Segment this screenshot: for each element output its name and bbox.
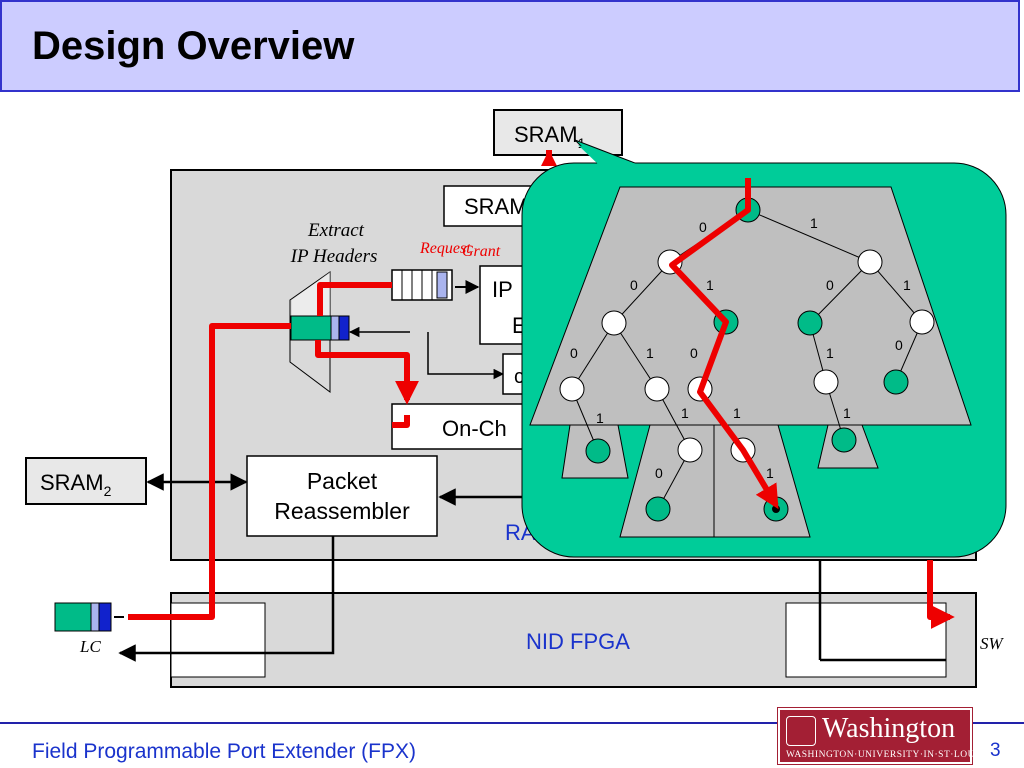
nid-right-port (785, 602, 947, 678)
trie-node (645, 496, 671, 522)
svg-text:1: 1 (733, 405, 741, 421)
packet-reassembler-line2: Reassembler (274, 498, 410, 524)
sram2-box (25, 457, 147, 505)
diagram: SRAM1 SRAM IP E c On-Ch SRAM2 PacketReas… (0, 100, 1024, 700)
ip-headers-label: IP Headers (290, 246, 378, 267)
lc-label: LC (79, 637, 101, 656)
sram1-inner-label: SRAM (464, 194, 528, 219)
svg-text:1: 1 (646, 345, 654, 361)
header-fifo (391, 269, 453, 301)
trie-node (559, 376, 585, 402)
trie-node (677, 437, 703, 463)
packet-reassembler-line1: Packet (307, 468, 378, 494)
svg-text:0: 0 (690, 345, 698, 361)
trie-node (797, 310, 823, 336)
svg-text:1: 1 (903, 277, 911, 293)
packet-icon-extractor (290, 315, 350, 341)
svg-text:0: 0 (826, 277, 834, 293)
grant-label: Grant (462, 243, 501, 260)
trie-node (831, 427, 857, 453)
svg-text:1: 1 (706, 277, 714, 293)
logo-subtitle: WASHINGTON·UNIVERSITY·IN·ST·LOUIS (786, 750, 985, 760)
svg-text:1: 1 (826, 345, 834, 361)
sw-label: SW (980, 634, 1005, 653)
reassembler-to-lc (118, 536, 335, 662)
svg-text:1: 1 (681, 405, 689, 421)
control-label: c (514, 366, 524, 388)
nid-fpga-label: NID FPGA (526, 629, 630, 654)
trie-main-trapezoid (529, 186, 972, 426)
trie-node (883, 369, 909, 395)
trie-node (909, 309, 935, 335)
ip-lookup-label: IP (492, 277, 513, 302)
svg-text:0: 0 (895, 337, 903, 353)
trie-bit-labels: 0 1 0 1 0 1 0 1 0 0 1 1 1 1 1 0 1 (570, 215, 911, 481)
svg-text:0: 0 (630, 277, 638, 293)
lc-packet-icon (54, 602, 112, 632)
footer-divider (0, 722, 1024, 724)
svg-text:0: 0 (699, 219, 707, 235)
svg-text:1: 1 (766, 465, 774, 481)
packet-reassembler-box (246, 455, 438, 537)
logo-wordmark: Washington (822, 713, 956, 744)
sram2-label: SRAM2 (40, 470, 112, 499)
trie-node (644, 376, 670, 402)
svg-text:0: 0 (655, 465, 663, 481)
design-diagram-svg: SRAM1 SRAM IP E c On-Ch SRAM2 PacketReas… (25, 109, 1007, 688)
sram1-box (493, 109, 623, 156)
svg-text:1: 1 (843, 405, 851, 421)
control-link (427, 332, 505, 380)
shield-icon (786, 716, 816, 746)
sram1-label: SRAM1 (514, 122, 586, 151)
svg-text:1: 1 (596, 410, 604, 426)
onchip-memory-label: On-Ch (442, 416, 507, 441)
footer-text: Field Programmable Port Extender (FPX) (32, 740, 416, 763)
slide-title: Design Overview (32, 24, 355, 68)
svg-text:1: 1 (810, 215, 818, 231)
extract-label: Extract (307, 220, 365, 241)
page-number: 3 (990, 740, 1001, 761)
svg-text:0: 0 (570, 345, 578, 361)
trie-node (585, 438, 611, 464)
title-bar: Design Overview (0, 0, 1020, 92)
request-label: Request (419, 240, 471, 257)
trie-node (857, 249, 883, 275)
trie-lookup-path (669, 178, 779, 510)
trie-node (813, 369, 839, 395)
trie-node (601, 310, 627, 336)
washington-university-logo: Washington WASHINGTON·UNIVERSITY·IN·ST·L… (777, 707, 984, 765)
